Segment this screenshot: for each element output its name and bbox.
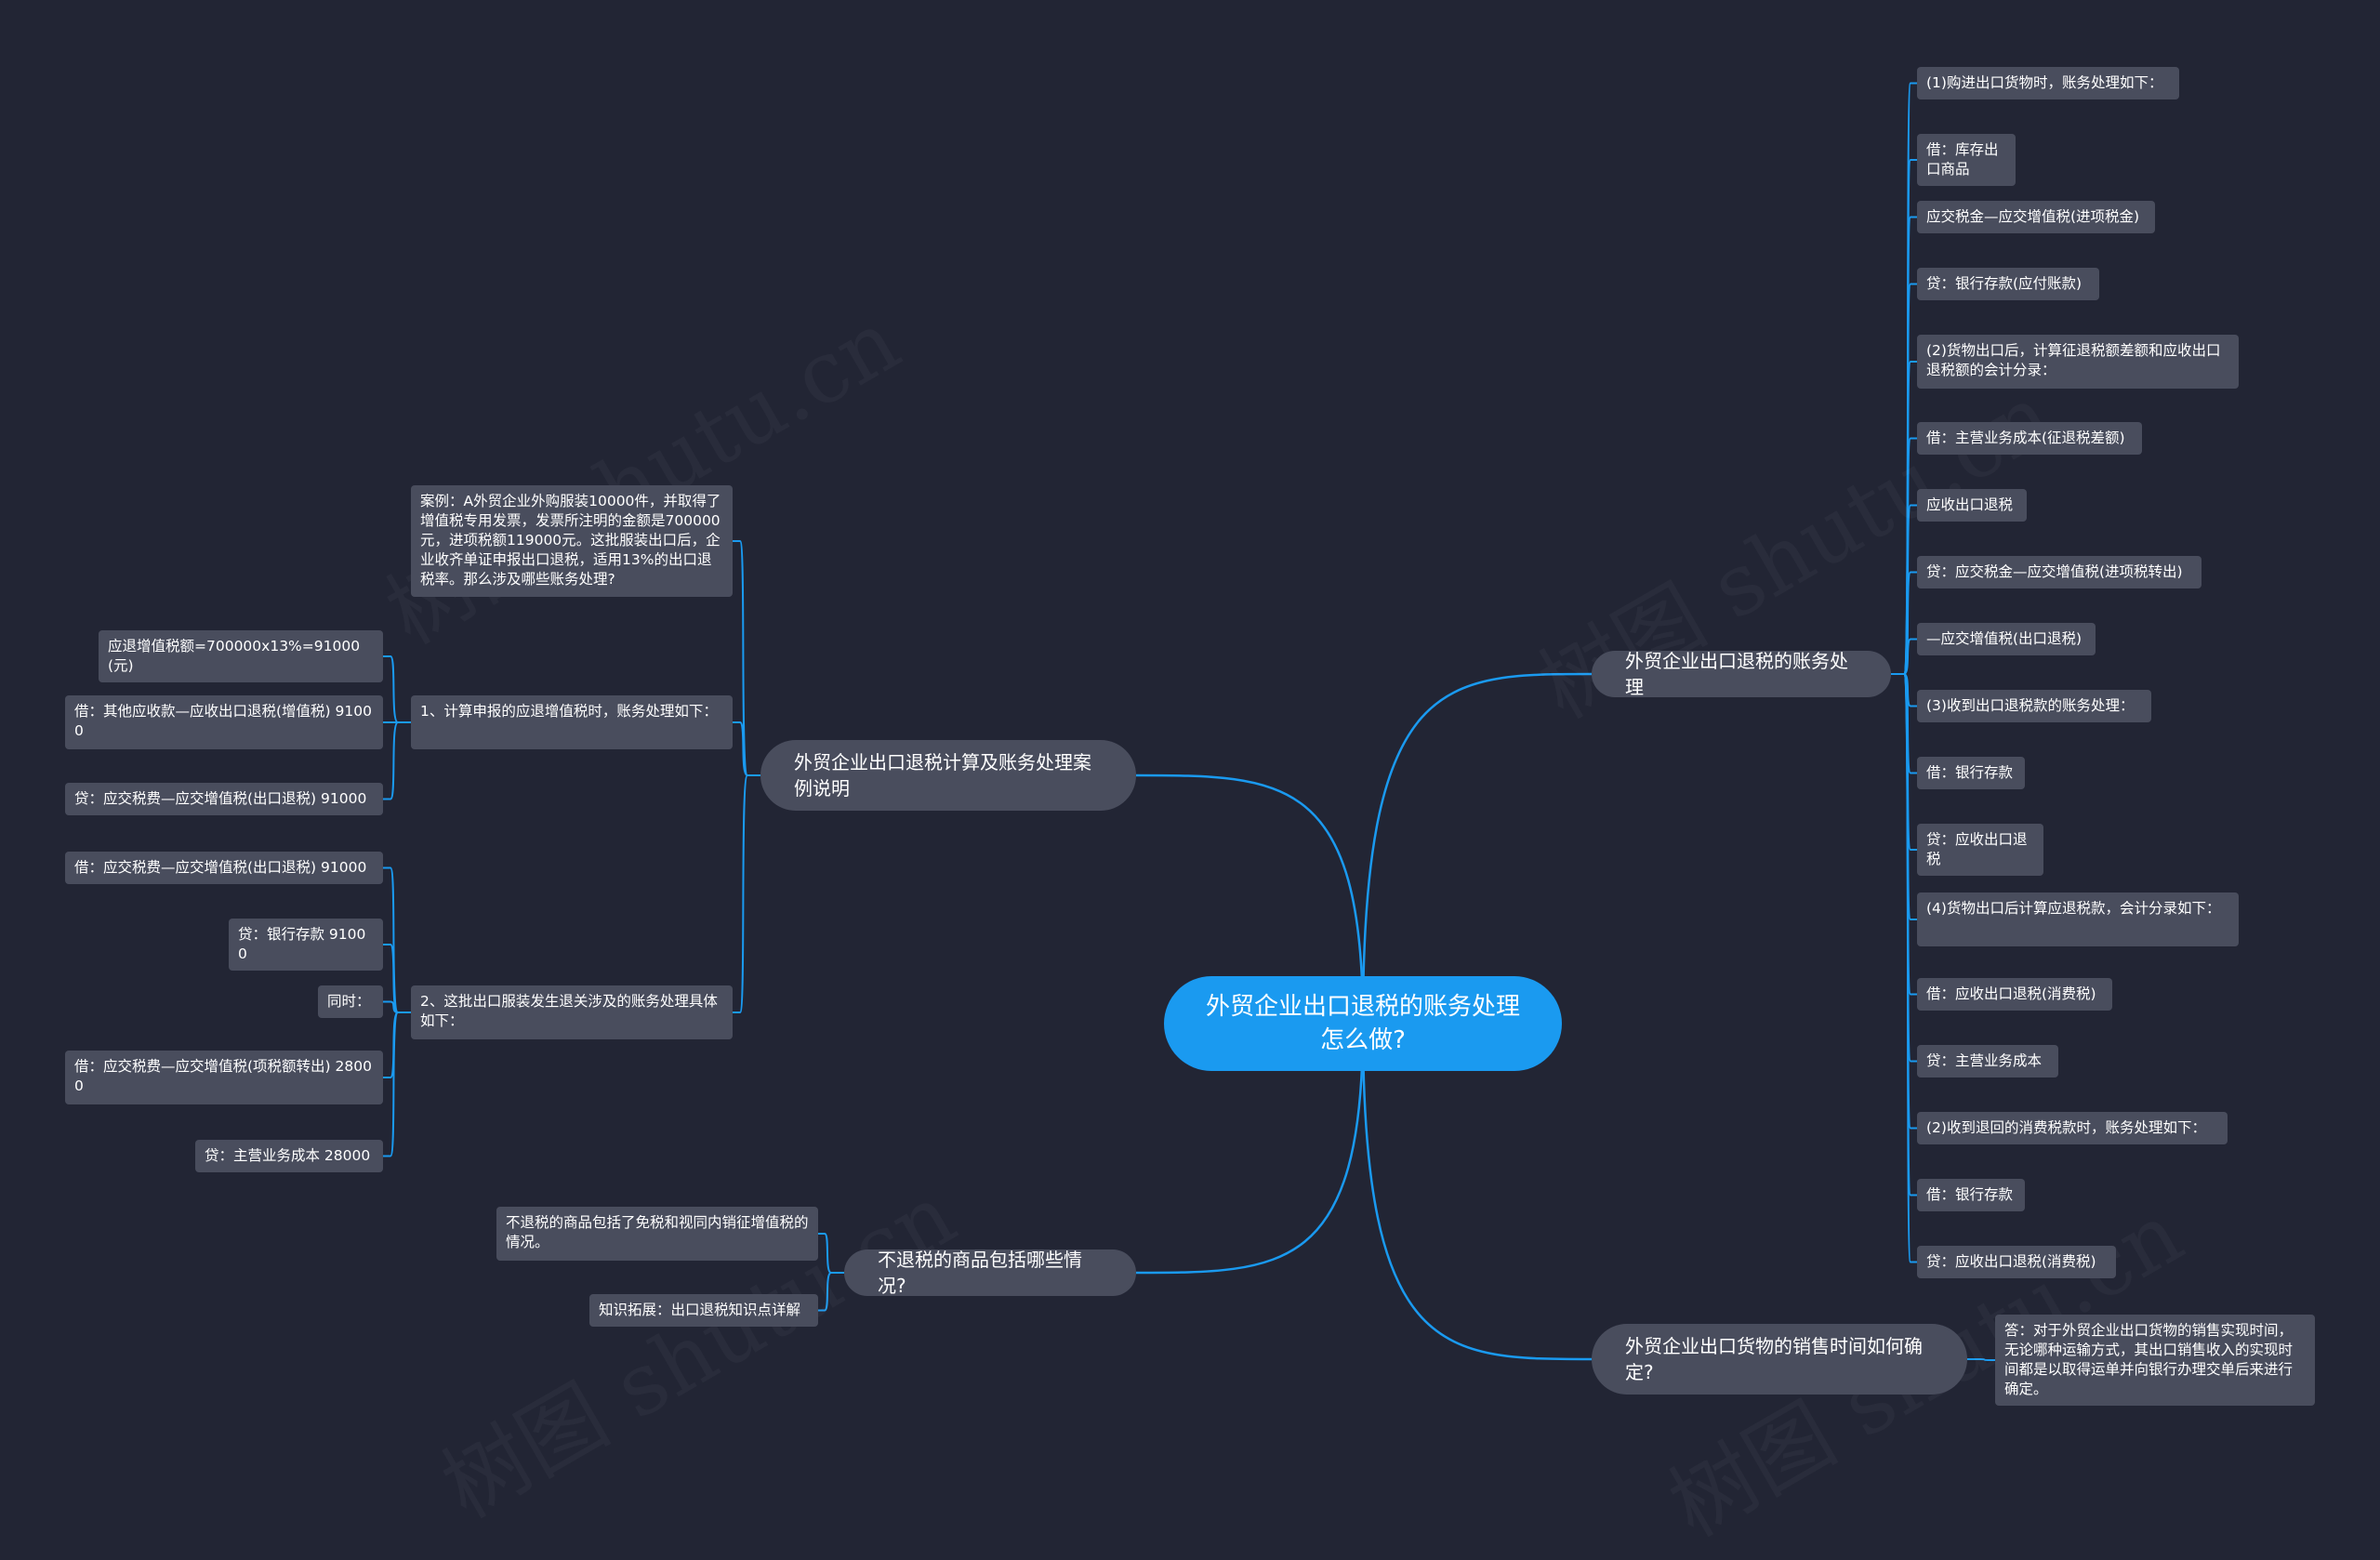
root-link-branch-no-refund [1135,1023,1365,1275]
child-link-leaf-accounting-1 [1891,82,1917,675]
child-link-leaf-case-step-1-a [383,655,411,723]
leaf-accounting-8[interactable]: 贷：应交税金—应交增值税(进项税转出) [1917,556,2202,588]
child-link-leaf-case-step-2-d [383,1011,411,1078]
child-link-leaf-accounting-8 [1891,571,1917,675]
leaf-accounting-11[interactable]: 借：银行存款 [1917,757,2025,789]
connector-lines [383,82,1995,1361]
leaf-accounting-16[interactable]: (2)收到退回的消费税款时，账务处理如下： [1917,1112,2228,1144]
root-topic[interactable]: 外贸企业出口退税的账务处理怎么做? [1164,976,1562,1071]
child-link-leaf-case-step-1-c [383,721,411,800]
child-link-leaf-accounting-9 [1891,638,1917,675]
leaf-sales-time-answer[interactable]: 答：对于外贸企业出口货物的销售实现时间，无论哪种运输方式，其出口销售收入的实现时… [1995,1315,2315,1406]
leaf-no-refund-1[interactable]: 不退税的商品包括了免税和视同内销征增值税的情况。 [496,1207,818,1261]
leaf-no-refund-link[interactable]: 知识拓展：出口退税知识点详解 [589,1294,818,1327]
leaf-accounting-6[interactable]: 借：主营业务成本(征退税差额) [1917,422,2142,455]
child-link-leaf-case-step-1 [733,721,760,776]
branch-accounting[interactable]: 外贸企业出口退税的账务处理 [1592,650,1891,698]
child-link-leaf-sales-time-answer [1967,1358,1995,1361]
leaf-accounting-4[interactable]: 贷：银行存款(应付账款) [1917,268,2099,300]
leaf-accounting-2[interactable]: 借：库存出口商品 [1917,134,2016,186]
child-link-leaf-accounting-10 [1891,673,1917,707]
leaf-accounting-5[interactable]: (2)货物出口后，计算征退税额差额和应收出口退税额的会计分录： [1917,335,2239,389]
leaf-case-step-1-b[interactable]: 借：其他应收款—应收出口退税(增值税) 91000 [65,695,383,749]
child-link-leaf-no-refund-link [818,1272,844,1312]
child-link-leaf-accounting-2 [1891,159,1917,675]
child-link-leaf-accounting-5 [1891,361,1917,675]
child-link-leaf-no-refund-1 [818,1233,844,1274]
child-link-leaf-accounting-3 [1891,216,1917,675]
child-link-leaf-accounting-11 [1891,673,1917,774]
child-link-leaf-case-step-2-a [383,866,411,1013]
child-link-leaf-case-step-2-e [383,1011,411,1157]
child-link-leaf-accounting-16 [1891,673,1917,1130]
leaf-case-step-2[interactable]: 2、这批出口服装发生退关涉及的账务处理具体如下： [411,985,733,1039]
mind-map-canvas: 树图 shutu.cn 树图 shutu.cn 树图 shutu.cn 树图 s… [65,67,2315,1406]
child-link-leaf-accounting-18 [1891,673,1917,1263]
child-link-leaf-case-step-2 [733,774,760,1013]
root-link-branch-sales-time [1361,1023,1593,1361]
leaf-case-step-2-e[interactable]: 贷：主营业务成本 28000 [195,1140,383,1172]
child-link-leaf-accounting-14 [1891,673,1917,996]
branch-case[interactable]: 外贸企业出口退税计算及账务处理案例说明 [760,740,1136,811]
child-link-leaf-case-description [733,540,760,776]
leaf-case-step-2-c[interactable]: 同时： [318,985,383,1018]
leaf-accounting-1[interactable]: (1)购进出口货物时，账务处理如下： [1917,67,2179,99]
leaf-accounting-13[interactable]: (4)货物出口后计算应退税款，会计分录如下： [1917,892,2239,946]
root-link-branch-case [1135,773,1365,1025]
leaf-accounting-9[interactable]: —应交增值税(出口退税) [1917,623,2096,655]
leaf-case-description[interactable]: 案例：A外贸企业外购服装10000件，并取得了增值税专用发票，发票所注明的金额是… [411,485,733,597]
child-link-leaf-accounting-4 [1891,283,1917,675]
leaf-accounting-7[interactable]: 应收出口退税 [1917,489,2027,522]
child-link-leaf-accounting-7 [1891,504,1917,675]
leaf-accounting-10[interactable]: (3)收到出口退税款的账务处理： [1917,690,2151,722]
leaf-case-step-2-d[interactable]: 借：应交税费—应交增值税(项税额转出) 28000 [65,1051,383,1104]
leaf-accounting-15[interactable]: 贷：主营业务成本 [1917,1045,2058,1077]
leaf-accounting-14[interactable]: 借：应收出口退税(消费税) [1917,978,2112,1011]
leaf-case-step-2-b[interactable]: 贷：银行存款 91000 [229,919,383,971]
child-link-leaf-accounting-12 [1891,673,1917,851]
leaf-case-step-1-c[interactable]: 贷：应交税费—应交增值税(出口退税) 91000 [65,783,383,815]
branch-sales-time[interactable]: 外贸企业出口货物的销售时间如何确定? [1592,1324,1967,1395]
leaf-case-step-1-a[interactable]: 应退增值税额=700000x13%=91000(元) [99,630,383,682]
leaf-accounting-17[interactable]: 借：银行存款 [1917,1179,2025,1211]
leaf-case-step-2-a[interactable]: 借：应交税费—应交增值税(出口退税) 91000 [65,852,383,884]
child-link-leaf-accounting-17 [1891,673,1917,1196]
leaf-accounting-12[interactable]: 贷：应收出口退税 [1917,824,2043,876]
leaf-case-step-1[interactable]: 1、计算申报的应退增值税时，账务处理如下： [411,695,733,749]
leaf-accounting-18[interactable]: 贷：应收出口退税(消费税) [1917,1246,2116,1278]
branch-no-refund[interactable]: 不退税的商品包括哪些情况? [844,1249,1136,1297]
leaf-accounting-3[interactable]: 应交税金—应交增值税(进项税金) [1917,201,2155,233]
child-link-leaf-accounting-13 [1891,673,1917,920]
root-link-branch-accounting [1361,672,1593,1025]
child-link-leaf-accounting-15 [1891,673,1917,1063]
